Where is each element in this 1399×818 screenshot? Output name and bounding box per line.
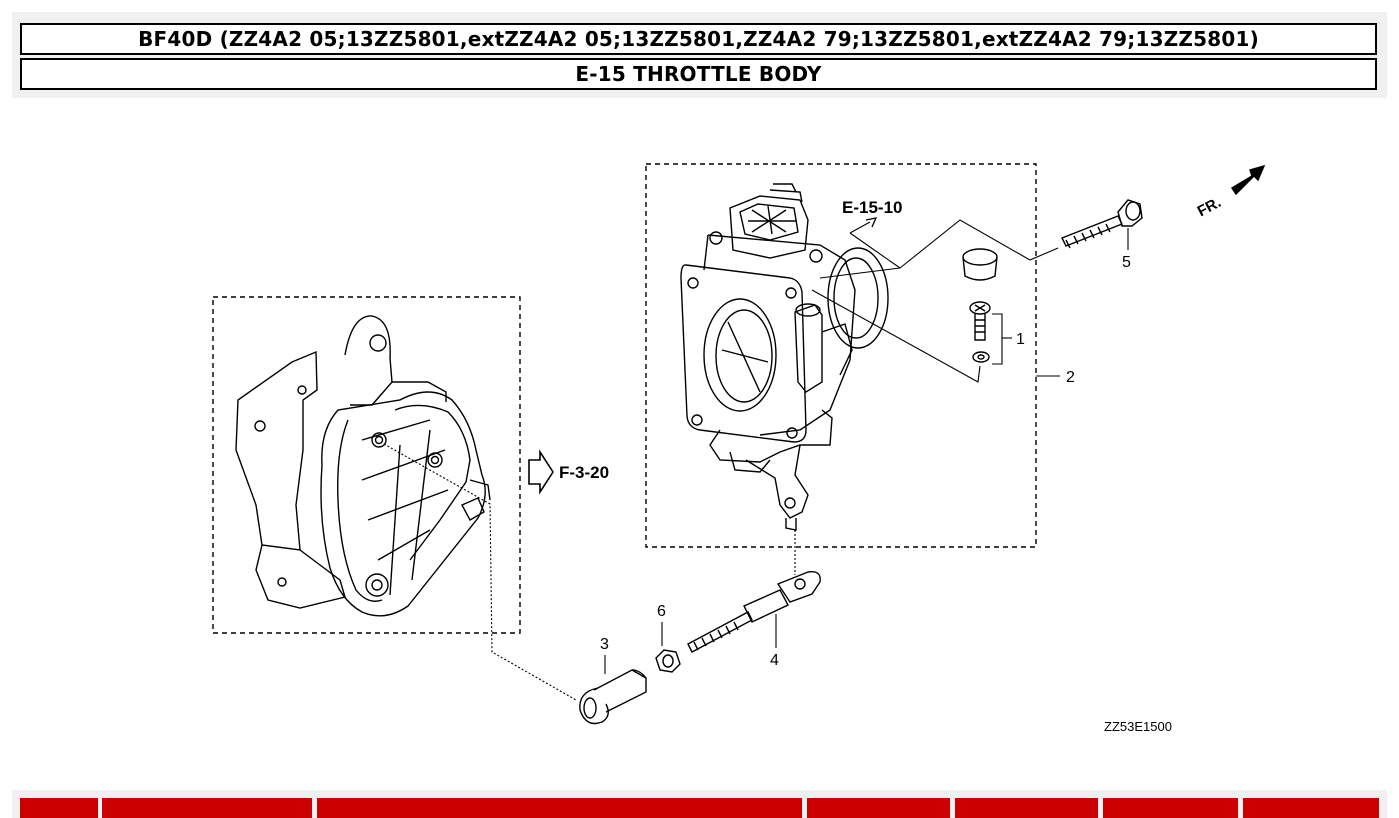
section-title: E-15 THROTTLE BODY (20, 58, 1377, 90)
parts-table-header (12, 790, 1387, 818)
bracket-drawing (235, 315, 491, 617)
table-col-6 (1103, 798, 1238, 818)
table-col-5 (955, 798, 1098, 818)
callout-4[interactable]: 4 (770, 652, 779, 669)
header-block: BF40D (ZZ4A2 05;13ZZ5801,extZZ4A2 05;13Z… (12, 12, 1387, 98)
callout-3[interactable]: 3 (600, 636, 609, 653)
parts-diagram: E-15-10 F-3-20 FR. ZZ53E1500 1 2 3 4 5 6 (212, 163, 1266, 734)
throttle-body-drawing (680, 183, 889, 531)
cap-drawing (962, 248, 998, 281)
table-col-3 (317, 798, 802, 818)
f3-20-arrow-icon (528, 449, 554, 495)
part-1-screw (969, 301, 991, 363)
part-3-joint (579, 669, 647, 725)
table-col-1 (20, 798, 98, 818)
fr-arrow-icon (1231, 164, 1266, 196)
table-col-4 (807, 798, 950, 818)
f3-20-reference[interactable]: F-3-20 (559, 463, 609, 482)
leader-lines (383, 217, 1129, 701)
drawing-code: ZZ53E1500 (1104, 719, 1172, 734)
part-4-rod (687, 571, 821, 653)
part-5-bolt (1061, 199, 1143, 249)
callout-2[interactable]: 2 (1066, 369, 1075, 386)
callout-1[interactable]: 1 (1016, 331, 1025, 348)
part-6-nut (655, 649, 681, 673)
model-title: BF40D (ZZ4A2 05;13ZZ5801,extZZ4A2 05;13Z… (20, 23, 1377, 55)
callout-5[interactable]: 5 (1122, 254, 1131, 271)
table-col-7 (1243, 798, 1379, 818)
throttle-dashed-box (645, 163, 1037, 548)
front-marker: FR. (1195, 194, 1224, 220)
e15-10-reference[interactable]: E-15-10 (842, 198, 902, 217)
bracket-dashed-box (212, 296, 521, 634)
callout-6[interactable]: 6 (657, 603, 666, 620)
table-col-2 (102, 798, 312, 818)
